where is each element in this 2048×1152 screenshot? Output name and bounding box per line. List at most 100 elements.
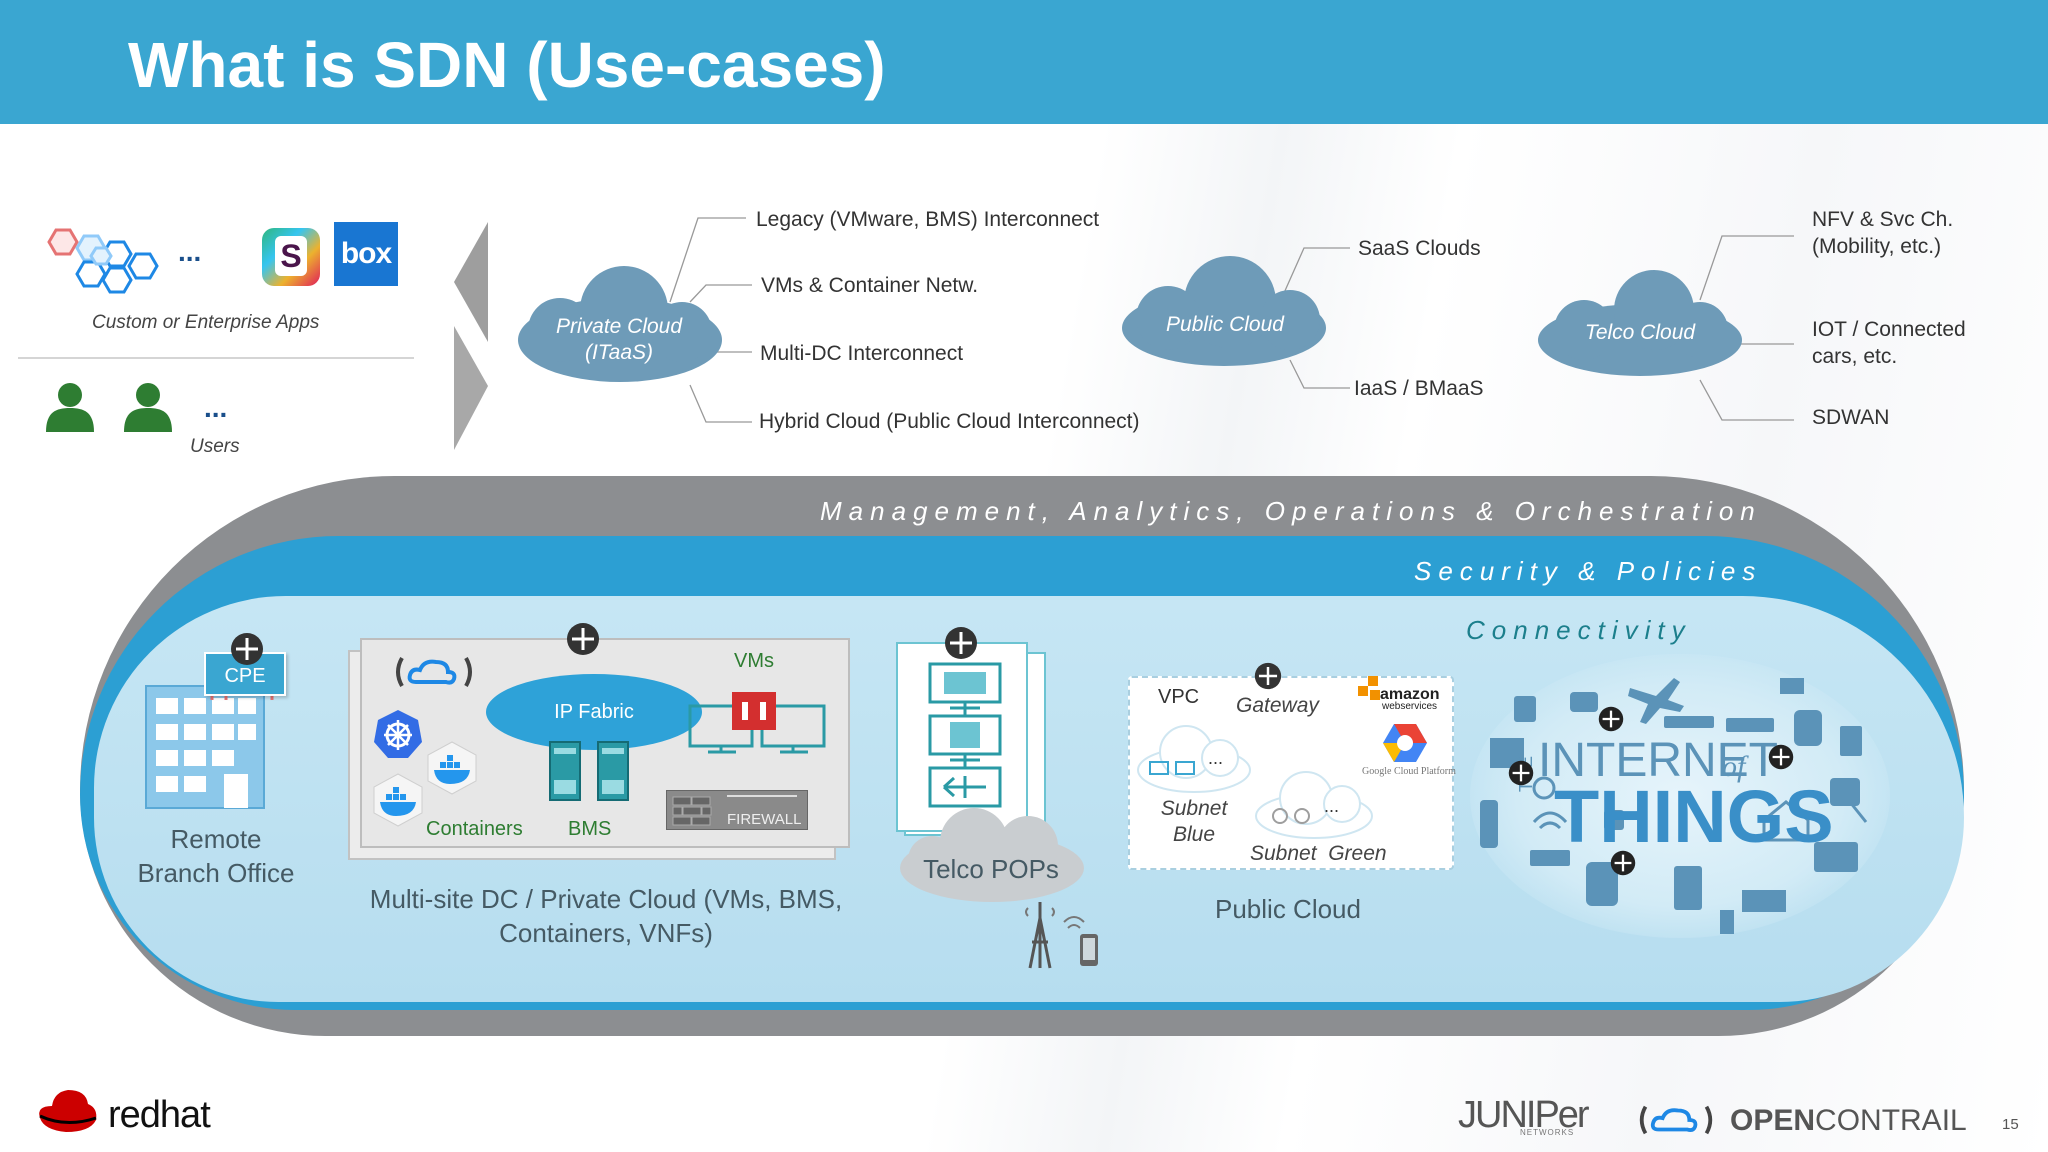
router-icon [1508,760,1534,786]
ip-fabric-ellipse: IP Fabric [486,674,702,750]
iot-things-text: THINGS [1554,775,1834,858]
google-cloud-logo-icon [1383,724,1427,762]
use-case-item: Hybrid Cloud (Public Cloud Interconnect) [759,410,1140,433]
apps-ellipsis: ... [178,236,202,267]
left-divider [18,357,414,359]
subnet-green-ellipsis: ... [1324,796,1340,816]
router-icon [945,627,977,659]
opencontrail-logo-icon [396,657,472,687]
public-cloud-section-label: Public Cloud [1215,894,1361,924]
use-case-item: Legacy (VMware, BMS) Interconnect [756,208,1100,231]
opencontrail-wordmark: OPENCONTRAIL [1730,1104,1967,1138]
private-cloud-line2: (ITaaS) [584,341,654,364]
firewall-box: FIREWALL [666,790,808,830]
router-icon [1254,662,1282,690]
slack-logo-icon: S [262,228,320,286]
private-cloud-line1: Private Cloud [555,315,683,338]
management-label: Management, Analytics, Operations & Orch… [820,496,1762,526]
apps-label: Custom or Enterprise Apps [92,312,320,333]
building-icon [145,685,274,809]
branch-line1: Remote [170,824,262,854]
redhat-wordmark: redhat [108,1094,211,1136]
docker-icon [427,741,477,795]
security-label: Security & Policies [1414,556,1763,586]
use-case-item: SDWAN [1812,406,1890,429]
box-logo-icon: box [334,222,398,286]
subnet-blue-ellipsis: ... [1208,748,1224,768]
use-case-item: VMs & Container Netw. [761,274,979,297]
iot-of-text: of [1722,750,1749,783]
gateway-label: Gateway [1236,694,1319,717]
brick-wall-icon [672,796,712,826]
subnet-green-cloud-icon [1255,771,1373,839]
router-icon [1598,706,1624,732]
use-case-item: Multi-DC Interconnect [760,342,964,365]
subnet-blue-label: Subnet Blue [1154,796,1234,848]
vpc-label: VPC [1158,686,1200,708]
page-number: 15 [2002,1116,2019,1133]
telco-cloud-icon [900,808,1084,902]
containers-label: Containers [426,818,523,840]
dc-line1: Multi-site DC / Private Cloud (VMs, BMS, [369,884,843,914]
firewall-label: FIREWALL [727,811,802,828]
connectivity-label: Connectivity [1466,615,1692,645]
subnet-blue-cloud-icon [1137,725,1251,793]
use-case-item: (Mobility, etc.) [1812,235,1942,258]
page-title: What is SDN (Use-cases) [128,29,886,101]
kubernetes-icon [374,710,422,758]
juniper-wordmark: JUNIPer [1458,1094,1590,1136]
bms-server-icon [549,741,629,801]
use-case-connectors [518,217,1794,423]
subnet-blue-line1: Subnet [1160,797,1228,820]
private-cloud-label: Private Cloud (ITaaS) [524,314,714,366]
use-case-item: cars, etc. [1812,345,1898,368]
google-cloud-label: Google Cloud Platform [1362,766,1456,777]
user-icon [46,383,94,432]
aws-logo-icon [1358,676,1380,700]
hexagon-cluster-icon [47,228,159,294]
vms-label: VMs [734,650,774,672]
juniper-sublabel: NETWORKS [1520,1128,1575,1137]
opencontrail-logo-icon [1639,1105,1713,1135]
users-label: Users [190,436,240,457]
dc-line2: Containers, VNFs) [499,918,713,948]
cell-tower-icon [1025,902,1098,969]
private-cloud-icon [518,266,722,382]
firewall-ports-icon [727,795,797,807]
router-icon [231,633,263,665]
telco-pops-label: Telco POPs [923,854,1059,884]
iot-icons: THE INTERNET of THINGS [1480,678,1868,934]
chevron-right-icon [454,222,488,450]
iot-internet-text: INTERNET [1538,734,1778,787]
use-case-item: IOT / Connected [1812,318,1966,341]
subnet-blue-line2: Blue [1172,823,1216,846]
telco-cloud-label: Telco Cloud [1584,321,1696,344]
aws-label: amazon [1380,686,1440,703]
aws-sublabel: webservices [1382,701,1438,712]
user-icon [124,383,172,432]
opencontrail-contrail: CONTRAIL [1815,1104,1967,1137]
use-case-item: IaaS / BMaaS [1354,377,1484,400]
opencontrail-open: OPEN [1730,1104,1816,1137]
use-case-item: NFV & Svc Ch. [1812,208,1954,231]
public-cloud-icon [1122,256,1326,366]
dc-label: Multi-site DC / Private Cloud (VMs, BMS,… [356,882,856,950]
router-icon [1610,850,1636,876]
router-icon [567,623,599,655]
router-icon [1768,744,1794,770]
slack-letter: S [275,236,307,276]
public-cloud-label: Public Cloud [1166,313,1284,336]
subnet-green-label: Subnet Green [1250,842,1387,865]
branch-label: Remote Branch Office [116,822,316,890]
telco-devices-icon [928,662,1002,808]
branch-line2: Branch Office [137,858,295,888]
telco-cloud-icon [1538,270,1742,376]
users-ellipsis: ... [204,392,228,423]
vm-monitors-icon [688,692,826,754]
docker-icon [373,773,423,827]
redhat-logo-icon [39,1090,97,1132]
header-bar [0,0,2048,124]
use-case-item: SaaS Clouds [1358,237,1481,260]
bms-label: BMS [568,818,612,840]
